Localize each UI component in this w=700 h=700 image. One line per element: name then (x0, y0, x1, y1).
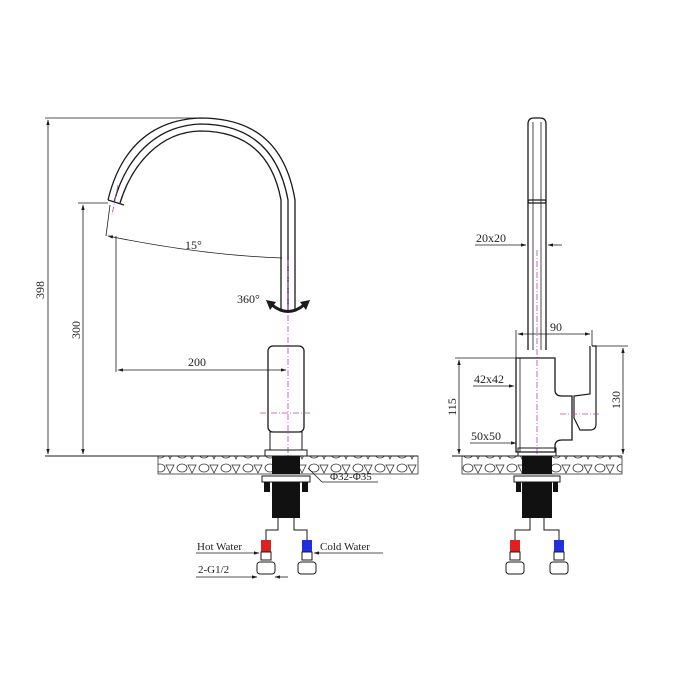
side-spout (527, 117, 547, 350)
label-hot-water: Hot Water (197, 541, 242, 553)
dim-body-section: 42x42 (474, 372, 504, 386)
shank (272, 456, 300, 474)
front-view: 360° 398 300 15° 200 Φ32-Φ35 Hot Water C… (33, 117, 419, 579)
side-hot-connector (510, 540, 520, 552)
dim-handle-height: 130 (609, 391, 623, 409)
dim-base-section: 50x50 (471, 429, 501, 443)
dim-handle-reach: 90 (550, 320, 562, 334)
label-connection: 2-G1/2 (198, 564, 229, 576)
dim-hole-diameter: Φ32-Φ35 (330, 471, 372, 483)
dim-spout-height: 300 (69, 321, 83, 339)
side-cold-connector (554, 540, 564, 552)
rotation-label: 360° (237, 292, 260, 306)
spout (107, 117, 296, 310)
dim-spout-section: 20x20 (476, 231, 506, 245)
hot-connector (261, 540, 271, 552)
dim-spout-angle: 15° (185, 238, 202, 252)
side-body (515, 357, 573, 453)
dim-reach: 200 (188, 355, 206, 369)
mounting-nut (272, 482, 300, 518)
cold-connector (302, 540, 312, 552)
label-cold-water: Cold Water (320, 541, 370, 553)
faucet-body (267, 345, 305, 433)
dim-body-height: 115 (445, 398, 459, 416)
rotation-arrow-icon (271, 303, 305, 313)
lever-handle (573, 345, 597, 431)
side-view: 20x20 90 42x42 50x50 115 130 (445, 117, 628, 575)
dim-total-height: 398 (33, 281, 47, 299)
